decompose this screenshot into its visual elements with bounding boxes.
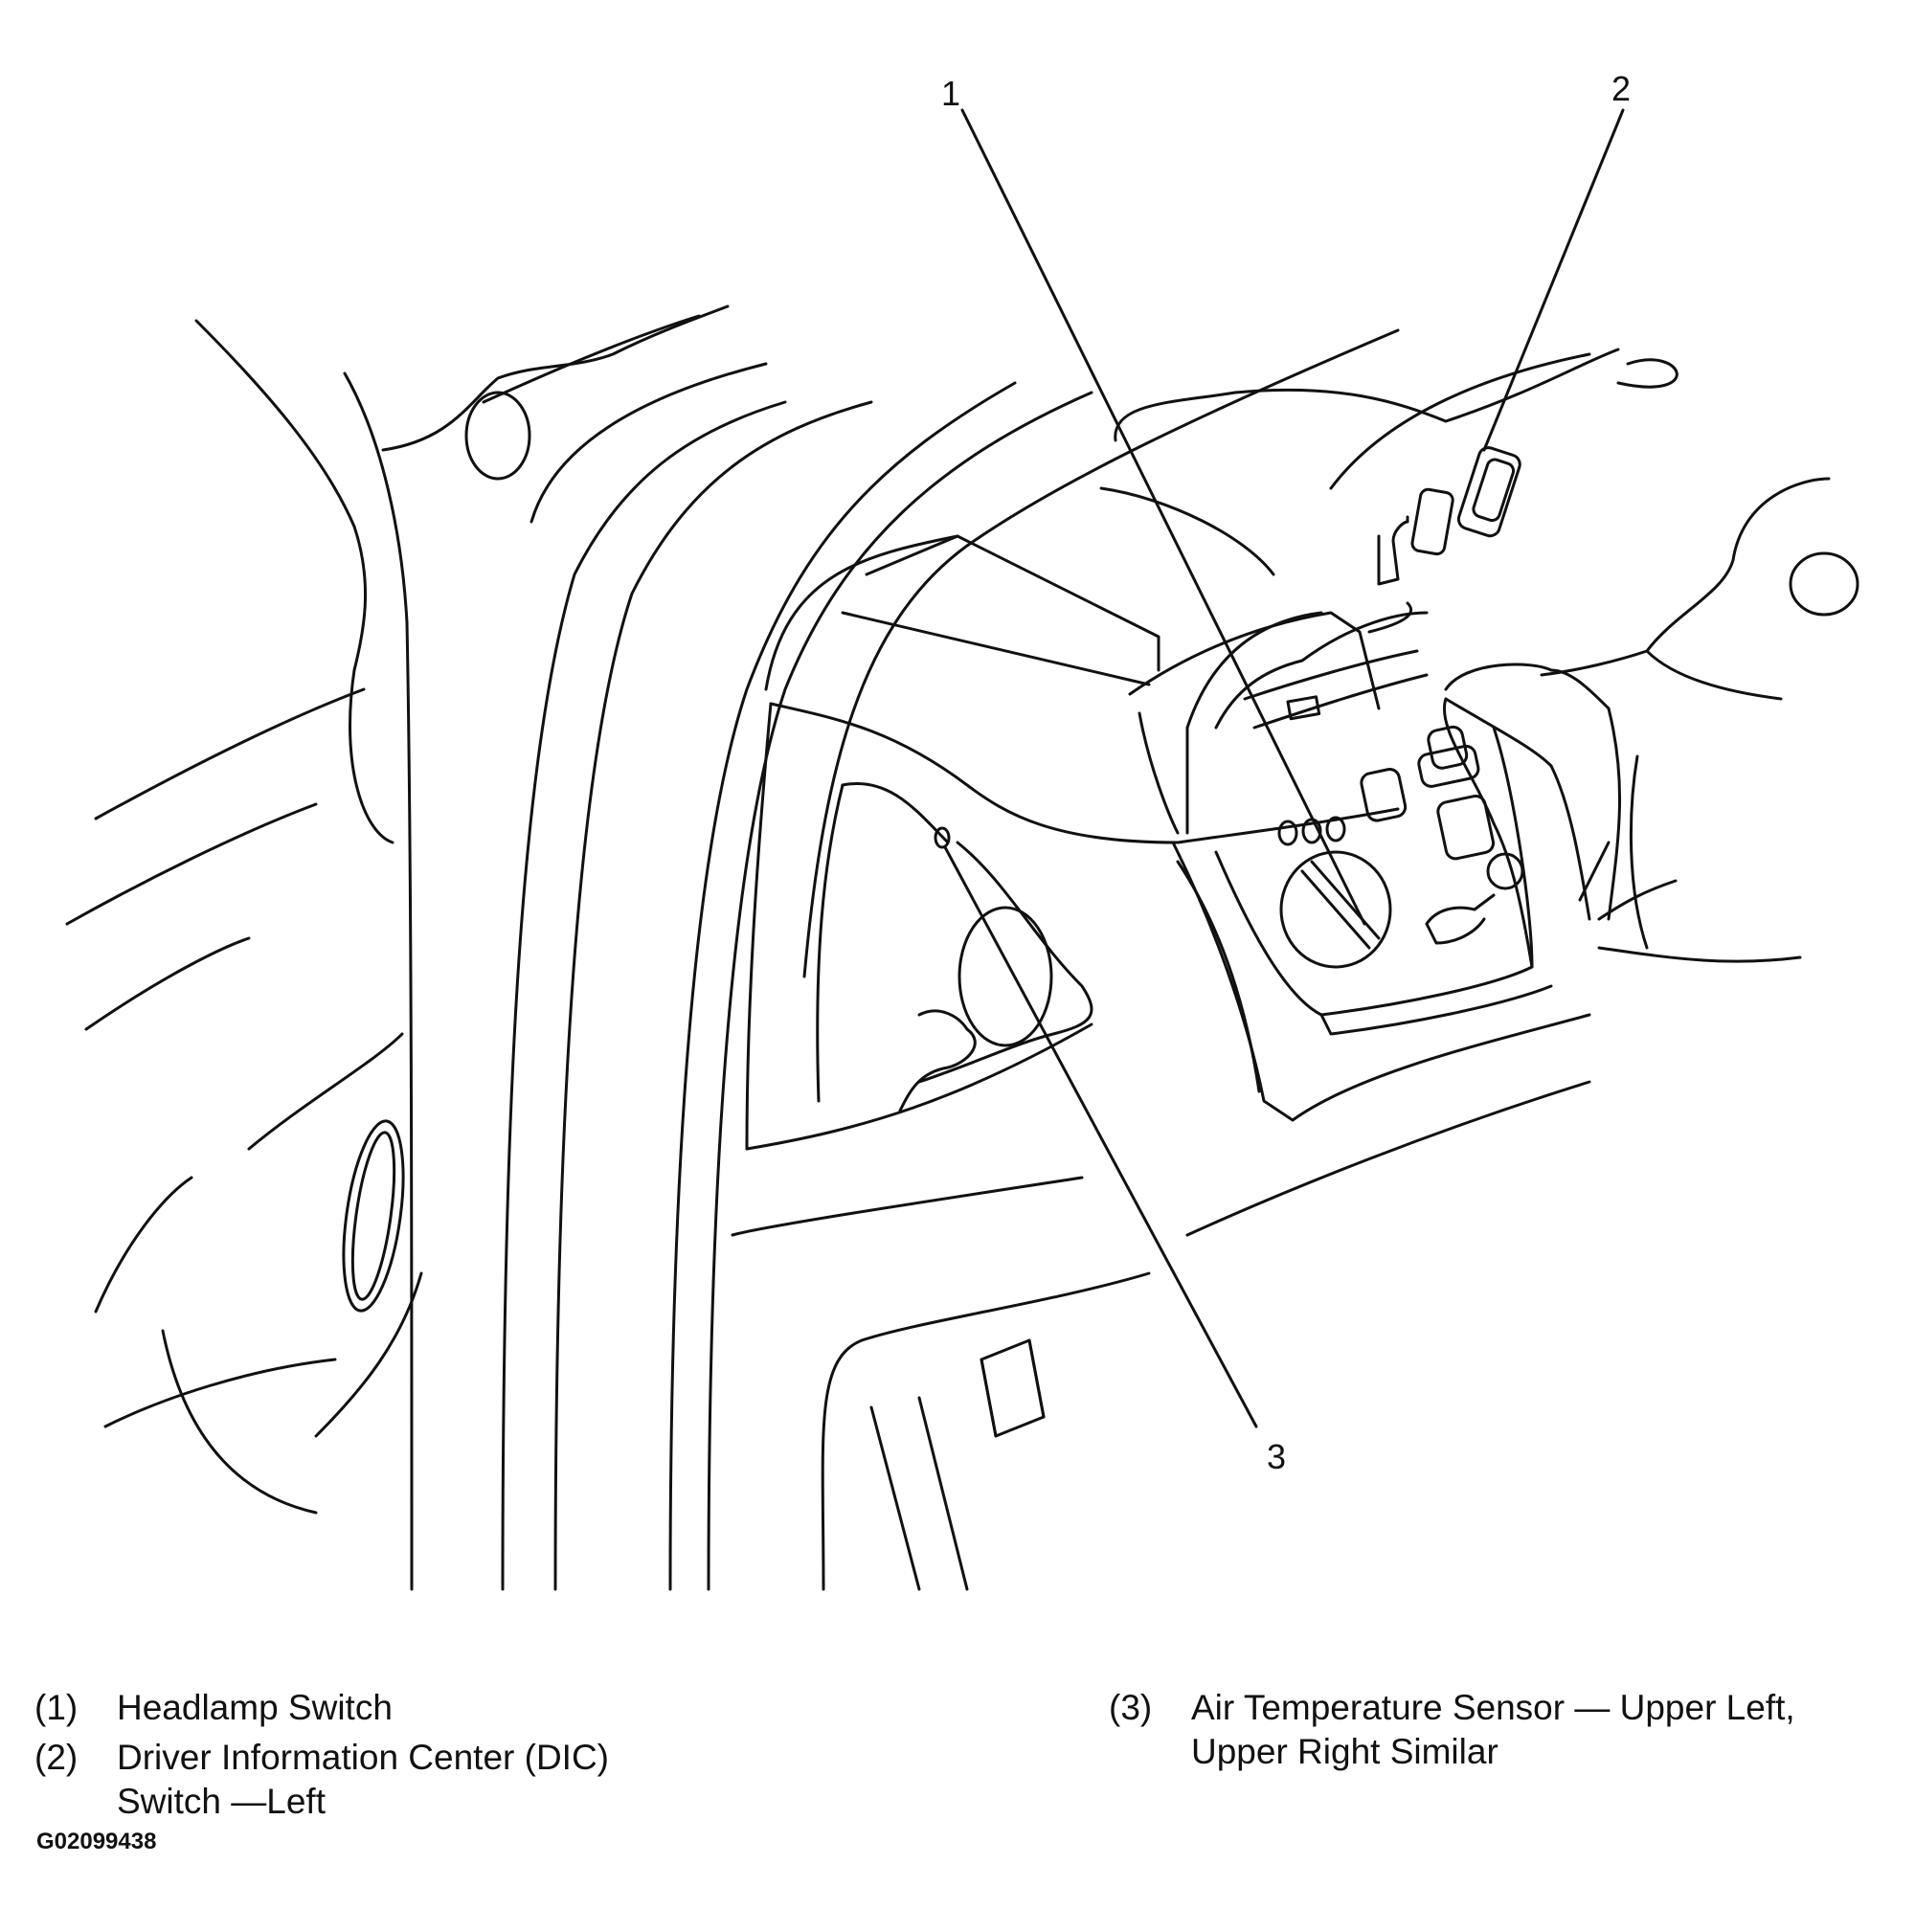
legend-text: Driver Information Center (DIC) Switch —… — [117, 1736, 609, 1824]
pillar-fastener-upper — [464, 391, 531, 481]
legend-line: Switch —Left — [117, 1782, 326, 1821]
lower-switch-block — [980, 1338, 1046, 1438]
a-pillar — [342, 304, 730, 1591]
pillar-fastener-lower — [342, 1119, 405, 1313]
legend-text: Air Temperature Sensor — Upper Left, Upp… — [1191, 1686, 1795, 1774]
legend-line: Headlamp Switch — [117, 1688, 393, 1727]
switch-panel — [1128, 601, 1611, 1237]
steering-column-cover — [958, 906, 1053, 1047]
leader-lines — [943, 108, 1625, 1428]
leader-line-3 — [943, 845, 1258, 1428]
vent-knob — [1789, 551, 1859, 617]
headlamp-switch-knob — [1279, 850, 1392, 969]
callout-3: 3 — [1267, 1437, 1287, 1476]
legend-line: Driver Information Center (DIC) — [117, 1738, 610, 1777]
lower-dash — [731, 1176, 1151, 1591]
callout-1: 1 — [941, 74, 961, 113]
legend-line: Upper Right Similar — [1191, 1732, 1498, 1771]
legend-number: (3) — [1109, 1688, 1153, 1727]
right-dash-area — [1444, 477, 1859, 963]
instrument-cluster — [745, 534, 1180, 1151]
leader-line-2 — [1482, 108, 1625, 452]
legend-line: Air Temperature Sensor — Upper Left, — [1191, 1688, 1795, 1727]
leader-line-1 — [960, 108, 1366, 926]
legend-number: (2) — [34, 1738, 79, 1777]
figure-id: G02099438 — [36, 1829, 157, 1854]
callout-2: 2 — [1611, 69, 1632, 108]
legend-text: Headlamp Switch — [117, 1686, 393, 1730]
legend-number: (1) — [34, 1688, 79, 1727]
air-temperature-sensor — [934, 826, 951, 849]
left-door-panel — [65, 319, 423, 1515]
dashboard-line-drawing — [65, 108, 1859, 1591]
dic-switches — [1377, 446, 1521, 586]
dash-trim-lines — [501, 328, 1678, 1591]
